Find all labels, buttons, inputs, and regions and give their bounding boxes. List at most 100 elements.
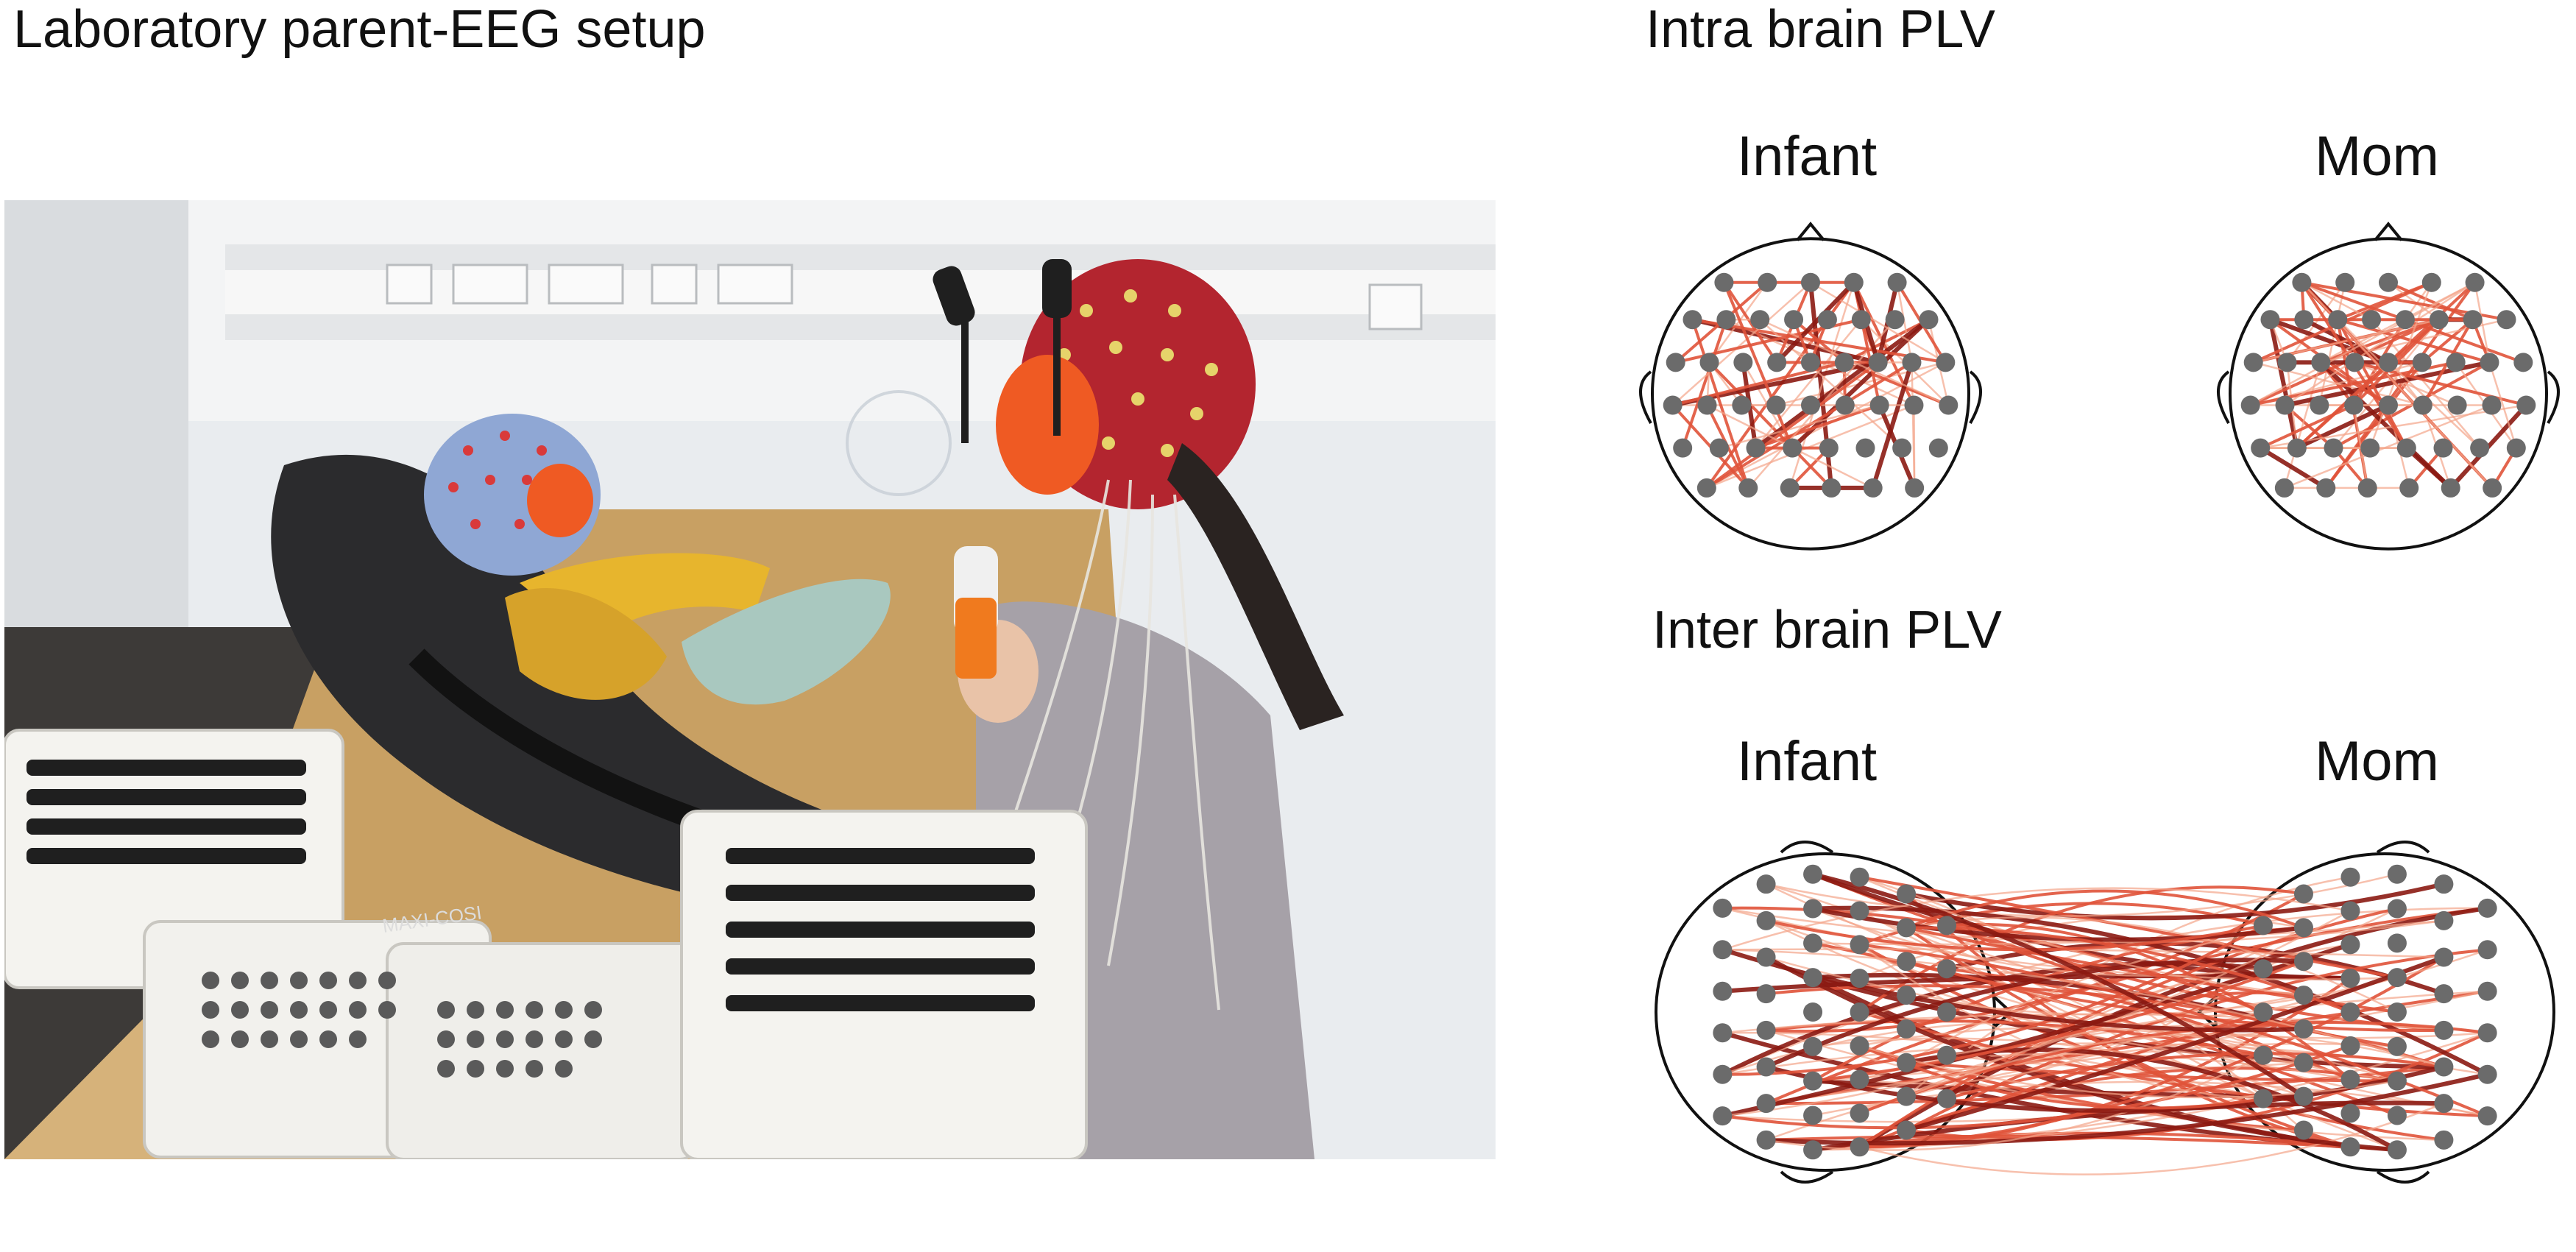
inter-infant-electrode: [1850, 1069, 1869, 1089]
intra-infant-electrode: [1709, 438, 1729, 458]
inter-connection: [1812, 871, 2305, 1099]
intra-infant-connection: [1708, 282, 1769, 364]
inter-infant-electrode: [1803, 1002, 1823, 1022]
intra-mom-connection: [2388, 361, 2481, 449]
intra-infant-connection: [1671, 281, 1811, 406]
inter-mom-electrode: [2340, 1103, 2360, 1123]
intra-infant-connection: [1759, 319, 1903, 449]
intra-mom-electrode: [2441, 478, 2460, 498]
intra-infant-electrode: [1936, 353, 1956, 372]
inter-mom-electrode: [2253, 1002, 2273, 1022]
inter-connection: [1906, 889, 2304, 930]
inter-infant-electrode: [1850, 901, 1869, 921]
intra-infant-connection: [1755, 403, 1880, 450]
intra-infant-electrode: [1714, 272, 1734, 292]
intra-mom-connection: [2421, 318, 2474, 364]
inter-connection: [1765, 958, 2304, 1069]
inter-mom-electrode: [2434, 1057, 2454, 1077]
inter-mom-electrode: [2434, 874, 2454, 894]
intra-infant-electrode: [1869, 395, 1889, 415]
intra-infant-electrode: [1767, 353, 1787, 372]
inter-mom-electrode: [2253, 1045, 2273, 1065]
inter-infant-electrode: [1897, 1019, 1917, 1039]
inter-mom-bottom-ear: [2376, 1170, 2430, 1184]
inter-infant-electrode: [1756, 874, 1776, 894]
intra-mom-electrode: [2316, 478, 2336, 498]
inter-mom-electrode: [2293, 1120, 2313, 1140]
inter-mom-electrode: [2434, 947, 2454, 967]
inter-infant-electrode: [1756, 947, 1776, 967]
intra-mom-electrode: [2260, 310, 2280, 330]
intra-mom-electrode: [2292, 272, 2312, 292]
inter-infant-electrode: [1897, 986, 1917, 1005]
intra-mom-label: Mom: [2315, 125, 2439, 188]
intra-mom-electrode: [2360, 438, 2380, 458]
inter-mom-electrode: [2434, 910, 2454, 930]
intra-mom-electrode: [2310, 395, 2329, 415]
intra-mom-electrode: [2379, 272, 2398, 292]
intra-mom-electrode: [2379, 353, 2398, 372]
inter-infant-electrode: [1850, 969, 1869, 988]
inter-connection: [1906, 882, 2445, 921]
inter-mom-electrode: [2434, 1130, 2454, 1150]
intra-mom-connection: [2320, 361, 2390, 407]
intra-infant-electrode: [1666, 353, 1685, 372]
intra-mom-connection: [2284, 281, 2476, 406]
inter-infant-electrode: [1897, 1086, 1917, 1106]
intra-infant-electrode: [1780, 478, 1800, 498]
intra-mom-electrode: [2465, 272, 2485, 292]
intra-mom-connection: [2488, 361, 2518, 449]
intra-mom-electrode: [2277, 353, 2297, 372]
intra-mom-electrode: [2287, 438, 2307, 458]
inter-mom-electrode: [2477, 1064, 2497, 1084]
intra-infant-connection: [1755, 319, 1862, 449]
intra-mom-connection: [2284, 404, 2492, 489]
intra-infant-electrode: [1819, 438, 1839, 458]
inter-connection: [1722, 949, 2444, 1068]
intra-mom-electrode: [2294, 310, 2314, 330]
inter-infant-electrode: [1897, 1120, 1917, 1140]
inter-mom-electrode: [2340, 1002, 2360, 1022]
inter-connection: [1812, 960, 2304, 1083]
inter-infant-electrode: [1803, 968, 1823, 988]
inter-mom-electrode: [2340, 969, 2360, 988]
intra-brain-title: Intra brain PLV: [1646, 0, 1995, 59]
intra-mom-electrode: [2470, 438, 2490, 458]
intra-infant-electrode: [1905, 478, 1925, 498]
inter-infant-electrode: [1850, 867, 1869, 887]
inter-infant-electrode: [1897, 952, 1917, 972]
intra-mom-connection: [2336, 319, 2408, 449]
inter-connection: [1766, 989, 2488, 1106]
intra-infant-electrode: [1904, 395, 1924, 415]
intra-infant-label: Infant: [1737, 125, 1878, 188]
inter-connection: [1906, 926, 2352, 1014]
inter-connection: [1859, 876, 2304, 997]
inter-connection: [1859, 955, 2445, 1149]
inter-mom-electrode: [2253, 959, 2273, 979]
intra-mom-connection: [2260, 403, 2355, 450]
intra-infant-connection: [1843, 318, 1930, 364]
inter-infant-electrode: [1850, 1036, 1869, 1055]
intra-infant-electrode: [1673, 438, 1693, 458]
inter-mom-electrode: [2387, 1106, 2407, 1125]
eeg-setup-photo: MAXI-COSI: [4, 200, 1496, 1159]
intra-mom-electrode: [2251, 438, 2271, 458]
inter-infant-electrode: [1803, 933, 1823, 953]
intra-mom-right-ear: [2547, 370, 2560, 424]
intra-mom-connection: [2296, 318, 2441, 450]
intra-mom-electrode: [2513, 353, 2533, 372]
intra-mom-electrode: [2240, 395, 2260, 415]
intra-mom-electrode: [2275, 395, 2295, 415]
intra-infant-electrode: [1902, 353, 1922, 372]
intra-mom-connection: [2250, 281, 2476, 406]
inter-infant-bottom-ear: [1780, 1170, 1834, 1184]
inter-infant-electrode: [1756, 910, 1776, 930]
intra-mom-electrode: [2516, 395, 2536, 415]
inter-mom-electrode: [2387, 1002, 2407, 1022]
intra-infant-electrode: [1758, 272, 1777, 292]
intra-infant-electrode: [1696, 478, 1716, 498]
intra-mom-connection: [2388, 280, 2474, 322]
inter-mom-electrode: [2293, 986, 2313, 1005]
inter-mom-electrode: [2387, 864, 2407, 884]
intra-mom-electrode: [2345, 353, 2365, 372]
